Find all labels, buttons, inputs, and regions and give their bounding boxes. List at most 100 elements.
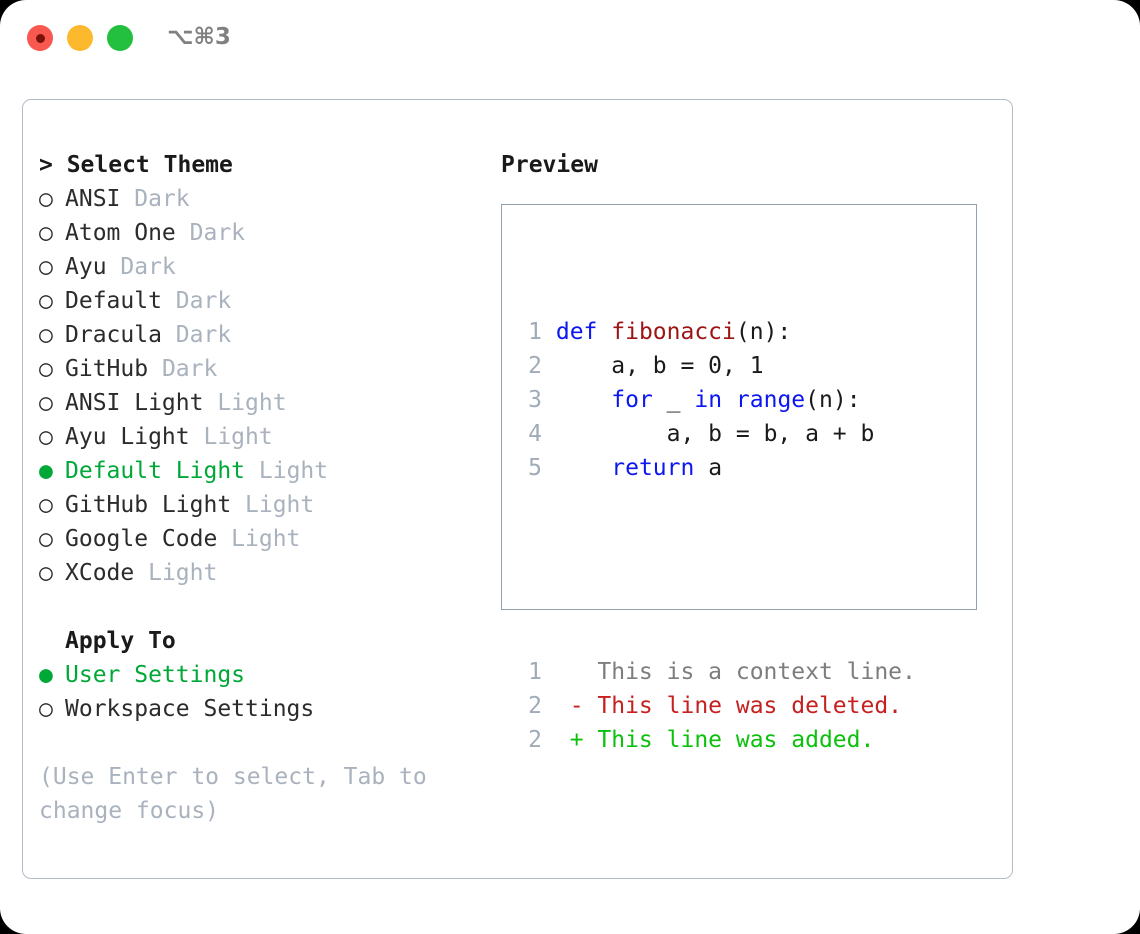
- theme-list: ○ANSI Dark○Atom One Dark○Ayu Dark○Defaul…: [39, 182, 499, 590]
- apply-to-item-label: User Settings: [65, 662, 246, 688]
- radio-unselected-icon: ○: [39, 220, 53, 246]
- apply-to-header-label: Apply To: [65, 628, 176, 654]
- code-token: def: [555, 319, 612, 345]
- radio-unselected-icon: ○: [39, 186, 53, 212]
- theme-item-category: Light: [231, 526, 301, 552]
- code-token: (n):: [735, 319, 792, 345]
- theme-item-category: Light: [258, 458, 329, 484]
- theme-item-ayu-light[interactable]: ○Ayu Light Light: [39, 420, 499, 454]
- theme-item-google-code[interactable]: ○ Google Code Light: [39, 522, 499, 556]
- radio-unselected-icon: ○: [39, 526, 53, 552]
- code-line: 3 for _ in range(n):: [516, 383, 916, 417]
- diff-line-text: - This line was deleted.: [542, 693, 903, 719]
- radio-unselected-icon: ○: [39, 288, 53, 314]
- code-line: 1 def fibonacci(n):: [516, 315, 916, 349]
- radio-unselected-icon: ○: [39, 254, 53, 280]
- theme-item-default[interactable]: ○ Default Dark: [39, 284, 499, 318]
- apply-to-item-user-settings[interactable]: ● User Settings: [39, 658, 499, 692]
- diff-line: 2 + This line was added.: [516, 723, 916, 757]
- radio-unselected-icon: ○: [39, 390, 53, 416]
- theme-item-ansi-light[interactable]: ○ANSI Light Light: [39, 386, 499, 420]
- theme-item-dracula[interactable]: ○ Dracula Dark: [39, 318, 499, 352]
- diff-line-text: This is a context line.: [542, 659, 916, 685]
- code-line: 2 a, b = 0, 1: [516, 349, 916, 383]
- radio-unselected-icon: ○: [39, 492, 53, 518]
- theme-item-ansi[interactable]: ○ANSI Dark: [39, 182, 499, 216]
- theme-item-label: Dracula: [65, 322, 176, 348]
- code-token: for: [611, 387, 653, 413]
- minimize-window-button[interactable]: [67, 25, 93, 51]
- theme-item-category: Dark: [189, 220, 246, 246]
- theme-item-category: Light: [203, 424, 273, 450]
- theme-item-label: GitHub: [65, 356, 162, 382]
- diff-sample: 1 This is a context line.2 - This line w…: [516, 655, 916, 757]
- preview-header: Preview: [501, 152, 598, 178]
- code-token: [556, 387, 611, 413]
- line-number: 1: [528, 659, 542, 685]
- theme-item-label: Atom One: [65, 220, 190, 246]
- list-spacer: [39, 590, 499, 624]
- line-number: 4: [528, 421, 542, 447]
- window-controls: [27, 25, 133, 51]
- code-token: _: [652, 387, 695, 413]
- code-token: a, b = 0, 1: [555, 353, 764, 379]
- theme-item-label: GitHub Light: [65, 492, 246, 518]
- line-number: 5: [528, 455, 542, 481]
- code-token: in: [694, 387, 723, 413]
- code-token: [722, 387, 736, 413]
- theme-item-category: Dark: [134, 186, 190, 212]
- keyboard-hint-text: (Use Enter to select, Tab to change focu…: [39, 764, 427, 824]
- theme-item-label: Ayu: [65, 254, 121, 280]
- theme-item-label: XCode: [65, 560, 149, 586]
- radio-unselected-icon: ○: [39, 696, 53, 722]
- radio-unselected-icon: ○: [39, 356, 53, 382]
- preview-column: Preview 1 def fibonacci(n):2 a, b = 0, 1…: [501, 148, 1001, 753]
- radio-selected-icon: ●: [39, 458, 53, 484]
- radio-selected-icon: ●: [39, 662, 53, 688]
- theme-item-github-light[interactable]: ○ GitHub Light Light: [39, 488, 499, 522]
- radio-unselected-icon: ○: [39, 322, 53, 348]
- diff-line-text: + This line was added.: [542, 727, 875, 753]
- theme-item-default-light[interactable]: ●Default Light Light: [39, 454, 499, 488]
- theme-item-category: Dark: [175, 322, 232, 348]
- code-token: range: [735, 387, 806, 413]
- line-number: 2: [528, 727, 542, 753]
- title-bar: ⌥⌘3: [0, 0, 1140, 78]
- theme-item-ayu[interactable]: ○ Ayu Dark: [39, 250, 499, 284]
- theme-item-atom-one[interactable]: ○ Atom One Dark: [39, 216, 499, 250]
- apply-to-indent: [39, 624, 65, 658]
- code-token: (n):: [805, 387, 861, 413]
- close-window-button[interactable]: [27, 25, 53, 51]
- theme-item-github[interactable]: ○ GitHub Dark: [39, 352, 499, 386]
- apply-to-list: ● User Settings ○ Workspace Settings: [39, 658, 499, 726]
- theme-item-category: Dark: [175, 288, 232, 314]
- theme-selector-column: > Select Theme ○ANSI Dark○Atom One Dark○…: [39, 148, 499, 828]
- main-panel: > Select Theme ○ANSI Dark○Atom One Dark○…: [22, 99, 1013, 879]
- line-number: 2: [528, 693, 542, 719]
- select-theme-header: > Select Theme: [39, 152, 233, 178]
- code-line: 5 return a: [516, 451, 916, 485]
- code-token: [556, 455, 611, 481]
- theme-item-category: Dark: [120, 254, 176, 280]
- theme-item-category: Light: [148, 560, 218, 586]
- apply-to-item-label: Workspace Settings: [65, 696, 315, 722]
- diff-line: 1 This is a context line.: [516, 655, 916, 689]
- code-token: return: [611, 455, 695, 481]
- theme-item-label: ANSI Light: [65, 390, 218, 416]
- theme-item-label: Default: [65, 288, 176, 314]
- keyboard-shortcut-label: ⌥⌘3: [167, 24, 231, 50]
- line-number: 3: [528, 387, 542, 413]
- code-token: a, b = b, a + b: [555, 421, 875, 447]
- theme-item-category: Light: [245, 492, 315, 518]
- theme-item-category: Dark: [161, 356, 218, 382]
- apply-to-item-workspace-settings[interactable]: ○ Workspace Settings: [39, 692, 499, 726]
- theme-item-xcode[interactable]: ○XCode Light: [39, 556, 499, 590]
- line-number: 1: [528, 319, 542, 345]
- theme-item-label: Google Code: [65, 526, 232, 552]
- code-diff-gap: [516, 553, 916, 587]
- zoom-window-button[interactable]: [107, 25, 133, 51]
